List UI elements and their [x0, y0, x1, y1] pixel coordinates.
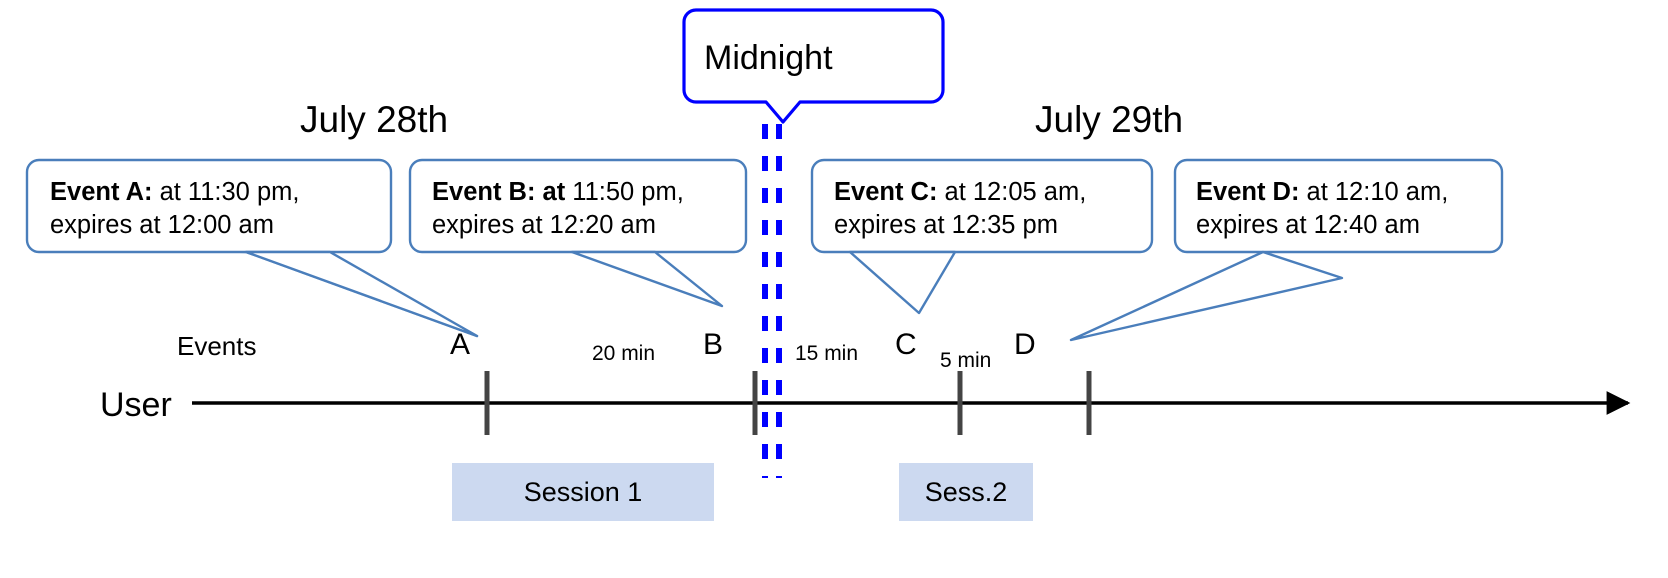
- event-c-line2: expires at 12:35 pm: [834, 210, 1058, 239]
- event-c-bold: Event C:: [834, 178, 938, 206]
- event-d-bold: Event D:: [1196, 178, 1300, 206]
- midnight-label: Midnight: [704, 39, 833, 77]
- event-b-text: Event B: at 11:50 pm, expires at 12:20 a…: [432, 176, 684, 241]
- event-a-line1-rest: at 11:30 pm,: [152, 178, 300, 206]
- event-d-line1-rest: at 12:10 am,: [1299, 178, 1449, 206]
- events-row-label: Events: [177, 331, 257, 361]
- event-c-text: Event C: at 12:05 am, expires at 12:35 p…: [834, 176, 1086, 241]
- event-a-line2: expires at 12:00 am: [50, 210, 274, 239]
- marker-label-b: B: [703, 328, 724, 361]
- event-b-bold: Event B: at: [432, 178, 566, 206]
- event-c-line1-rest: at 12:05 am,: [937, 178, 1087, 206]
- event-b-line2: expires at 12:20 am: [432, 210, 656, 239]
- user-row-label: User: [100, 386, 172, 424]
- day-label-july-28: July 28th: [300, 99, 449, 140]
- marker-label-d: D: [1014, 328, 1036, 361]
- event-b-line1-rest: 11:50 pm,: [565, 178, 684, 206]
- day-label-july-29: July 29th: [1035, 99, 1184, 140]
- event-a-text: Event A: at 11:30 pm, expires at 12:00 a…: [50, 176, 299, 241]
- event-a-callout-pointer: [244, 250, 479, 338]
- event-a-bold: Event A:: [50, 178, 153, 206]
- event-b-callout-pointer: [570, 250, 724, 308]
- session-bar-2: Sess.2: [899, 463, 1033, 521]
- gap-label-15-min: 15 min: [795, 342, 859, 365]
- event-c-callout-pointer: [848, 250, 957, 315]
- gap-label-5-min: 5 min: [940, 349, 992, 372]
- event-d-callout-pointer: [1069, 250, 1344, 342]
- gap-label-20-min: 20 min: [592, 342, 656, 365]
- event-d-line2: expires at 12:40 am: [1196, 210, 1420, 239]
- marker-label-c: C: [895, 328, 917, 361]
- event-d-text: Event D: at 12:10 am, expires at 12:40 a…: [1196, 176, 1448, 241]
- marker-label-a: A: [450, 328, 471, 361]
- session-bar-1-label: Session 1: [523, 476, 643, 507]
- session-bar-1: Session 1: [452, 463, 714, 521]
- session-bar-2-label: Sess.2: [924, 476, 1008, 507]
